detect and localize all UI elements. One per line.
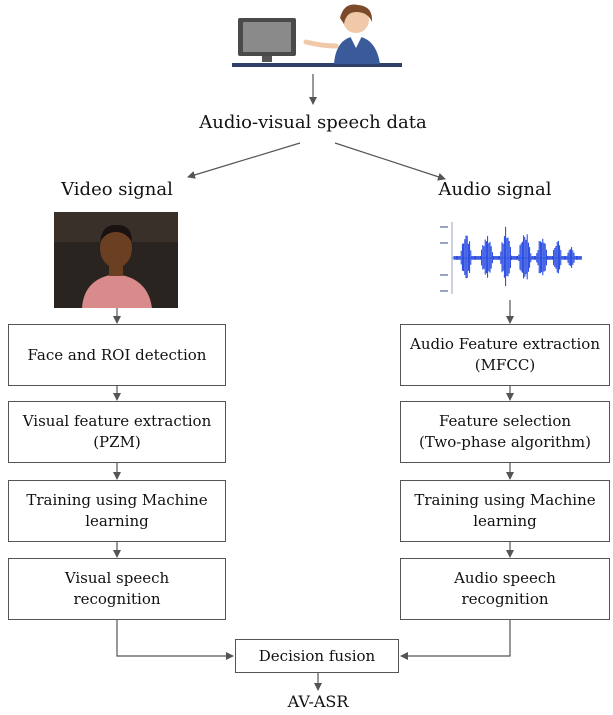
fusion-label: Decision fusion bbox=[258, 646, 376, 665]
step-sublabel: (Two-phase algorithm) bbox=[419, 433, 591, 451]
video-frame-image bbox=[54, 212, 178, 308]
audio-signal-title: Audio signal bbox=[438, 179, 552, 200]
arrow-right-to-fusion bbox=[400, 620, 511, 660]
step-label: Visual speech bbox=[64, 569, 170, 587]
step-label: Audio speech bbox=[454, 569, 556, 587]
feature-selection-box: Feature selection (Two-phase algorithm) bbox=[400, 401, 610, 463]
decision-fusion-box: Decision fusion bbox=[235, 639, 399, 673]
face-roi-detection-box: Face and ROI detection bbox=[8, 324, 226, 386]
step-sublabel: (PZM) bbox=[93, 433, 141, 451]
person-body-icon bbox=[334, 36, 380, 64]
operator-illustration bbox=[232, 2, 402, 68]
step-label: Face and ROI detection bbox=[27, 345, 207, 364]
step-label: Training using Machine bbox=[414, 491, 596, 509]
step-sublabel: learning bbox=[473, 512, 537, 530]
step-label: Feature selection bbox=[438, 412, 572, 430]
step-sublabel: (MFCC) bbox=[474, 356, 536, 374]
arrow-data-to-audio bbox=[334, 142, 446, 181]
output-label: AV-ASR bbox=[287, 692, 349, 711]
step-label: Training using Machine bbox=[26, 491, 208, 509]
step-label: Audio Feature extraction bbox=[410, 335, 600, 353]
arrow-data-to-video bbox=[187, 142, 301, 179]
step-sublabel: recognition bbox=[461, 590, 549, 608]
step-label: Visual feature extraction bbox=[22, 412, 212, 430]
step-sublabel: learning bbox=[85, 512, 149, 530]
desk-icon bbox=[232, 63, 402, 67]
audio-training-box: Training using Machine learning bbox=[400, 480, 610, 542]
video-signal-title: Video signal bbox=[61, 179, 173, 200]
audio-recognition-box: Audio speech recognition bbox=[400, 558, 610, 620]
top-label: Audio-visual speech data bbox=[199, 112, 427, 133]
step-sublabel: recognition bbox=[73, 590, 161, 608]
visual-training-box: Training using Machine learning bbox=[8, 480, 226, 542]
audio-feature-extraction-box: Audio Feature extraction (MFCC) bbox=[400, 324, 610, 386]
audio-waveform-image bbox=[436, 218, 586, 298]
visual-recognition-box: Visual speech recognition bbox=[8, 558, 226, 620]
arrow-left-to-fusion bbox=[116, 620, 234, 660]
visual-feature-extraction-box: Visual feature extraction (PZM) bbox=[8, 401, 226, 463]
